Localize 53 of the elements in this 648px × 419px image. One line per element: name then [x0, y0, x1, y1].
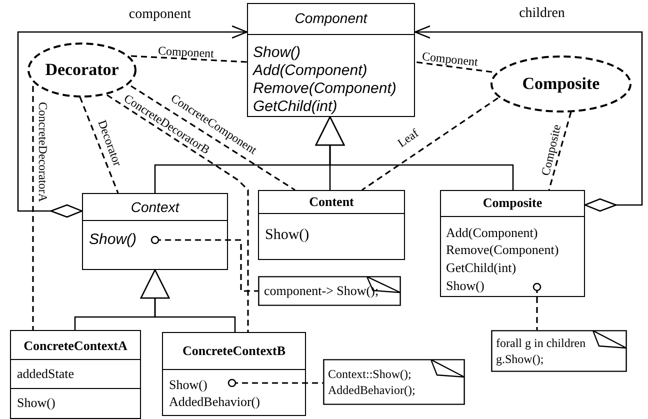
edge-label: Leaf	[396, 126, 420, 150]
method-name: Show()	[17, 395, 56, 411]
dashed-connector	[414, 61, 492, 73]
inheritance-arrow	[315, 116, 514, 190]
note-text: g.Show();	[496, 352, 544, 367]
class-box	[162, 332, 306, 416]
dashed-connector	[106, 94, 249, 332]
class-name: Component	[294, 10, 368, 26]
pattern-name: Decorator	[45, 60, 119, 80]
class-box	[258, 190, 405, 260]
dashed-connector	[228, 378, 323, 388]
dashed-connector	[130, 55, 248, 63]
method-name: Add(Component)	[253, 62, 368, 79]
method-name: Show()	[446, 278, 484, 294]
edge-label: component	[128, 8, 192, 22]
class-box	[82, 193, 228, 270]
note-text: forall g in children	[496, 336, 586, 351]
class-name: Content	[309, 194, 354, 210]
method-name: Show()	[169, 377, 208, 393]
dashed-connector	[532, 282, 542, 330]
class-box	[440, 190, 585, 297]
method-name: Remove(Component)	[253, 80, 396, 97]
dashed-connector	[150, 236, 258, 292]
method-name: Remove(Component)	[446, 242, 559, 258]
method-name: GetChild(int)	[446, 260, 516, 276]
note-text: Context::Show();	[328, 367, 412, 382]
class-name: ConcreteContextB	[182, 343, 286, 359]
method-name: Add(Component)	[446, 225, 538, 241]
edge-label: children	[519, 7, 565, 21]
dashed-connector	[79, 96, 119, 194]
method-name: AddedBehavior()	[169, 394, 260, 410]
dashed-connector	[130, 85, 296, 191]
association-arrow	[17, 25, 248, 218]
dashed-connector	[362, 97, 498, 191]
edge-label: Component	[158, 44, 214, 60]
note-text: component-> Show();	[264, 283, 379, 299]
pattern-name: Composite	[522, 74, 600, 94]
class-name: Context	[130, 199, 180, 215]
method-name: Show()	[253, 44, 301, 61]
class-name: ConcreteContextA	[24, 338, 128, 354]
association-arrow	[414, 25, 643, 212]
edge-label: Component	[422, 50, 478, 68]
class-box	[10, 330, 141, 419]
method-name: Show()	[265, 227, 310, 244]
method-name: Show()	[89, 231, 137, 248]
edge-label: ConcreteDecoratorA	[37, 102, 49, 202]
edge-label: Composite	[539, 123, 563, 177]
dashed-connector	[32, 86, 34, 330]
class-name: Composite	[482, 195, 542, 211]
inheritance-arrow	[140, 269, 236, 332]
dashed-connector	[548, 112, 572, 190]
note-text: AddedBehavior();	[328, 383, 416, 398]
attribute-name: addedState	[17, 366, 74, 382]
